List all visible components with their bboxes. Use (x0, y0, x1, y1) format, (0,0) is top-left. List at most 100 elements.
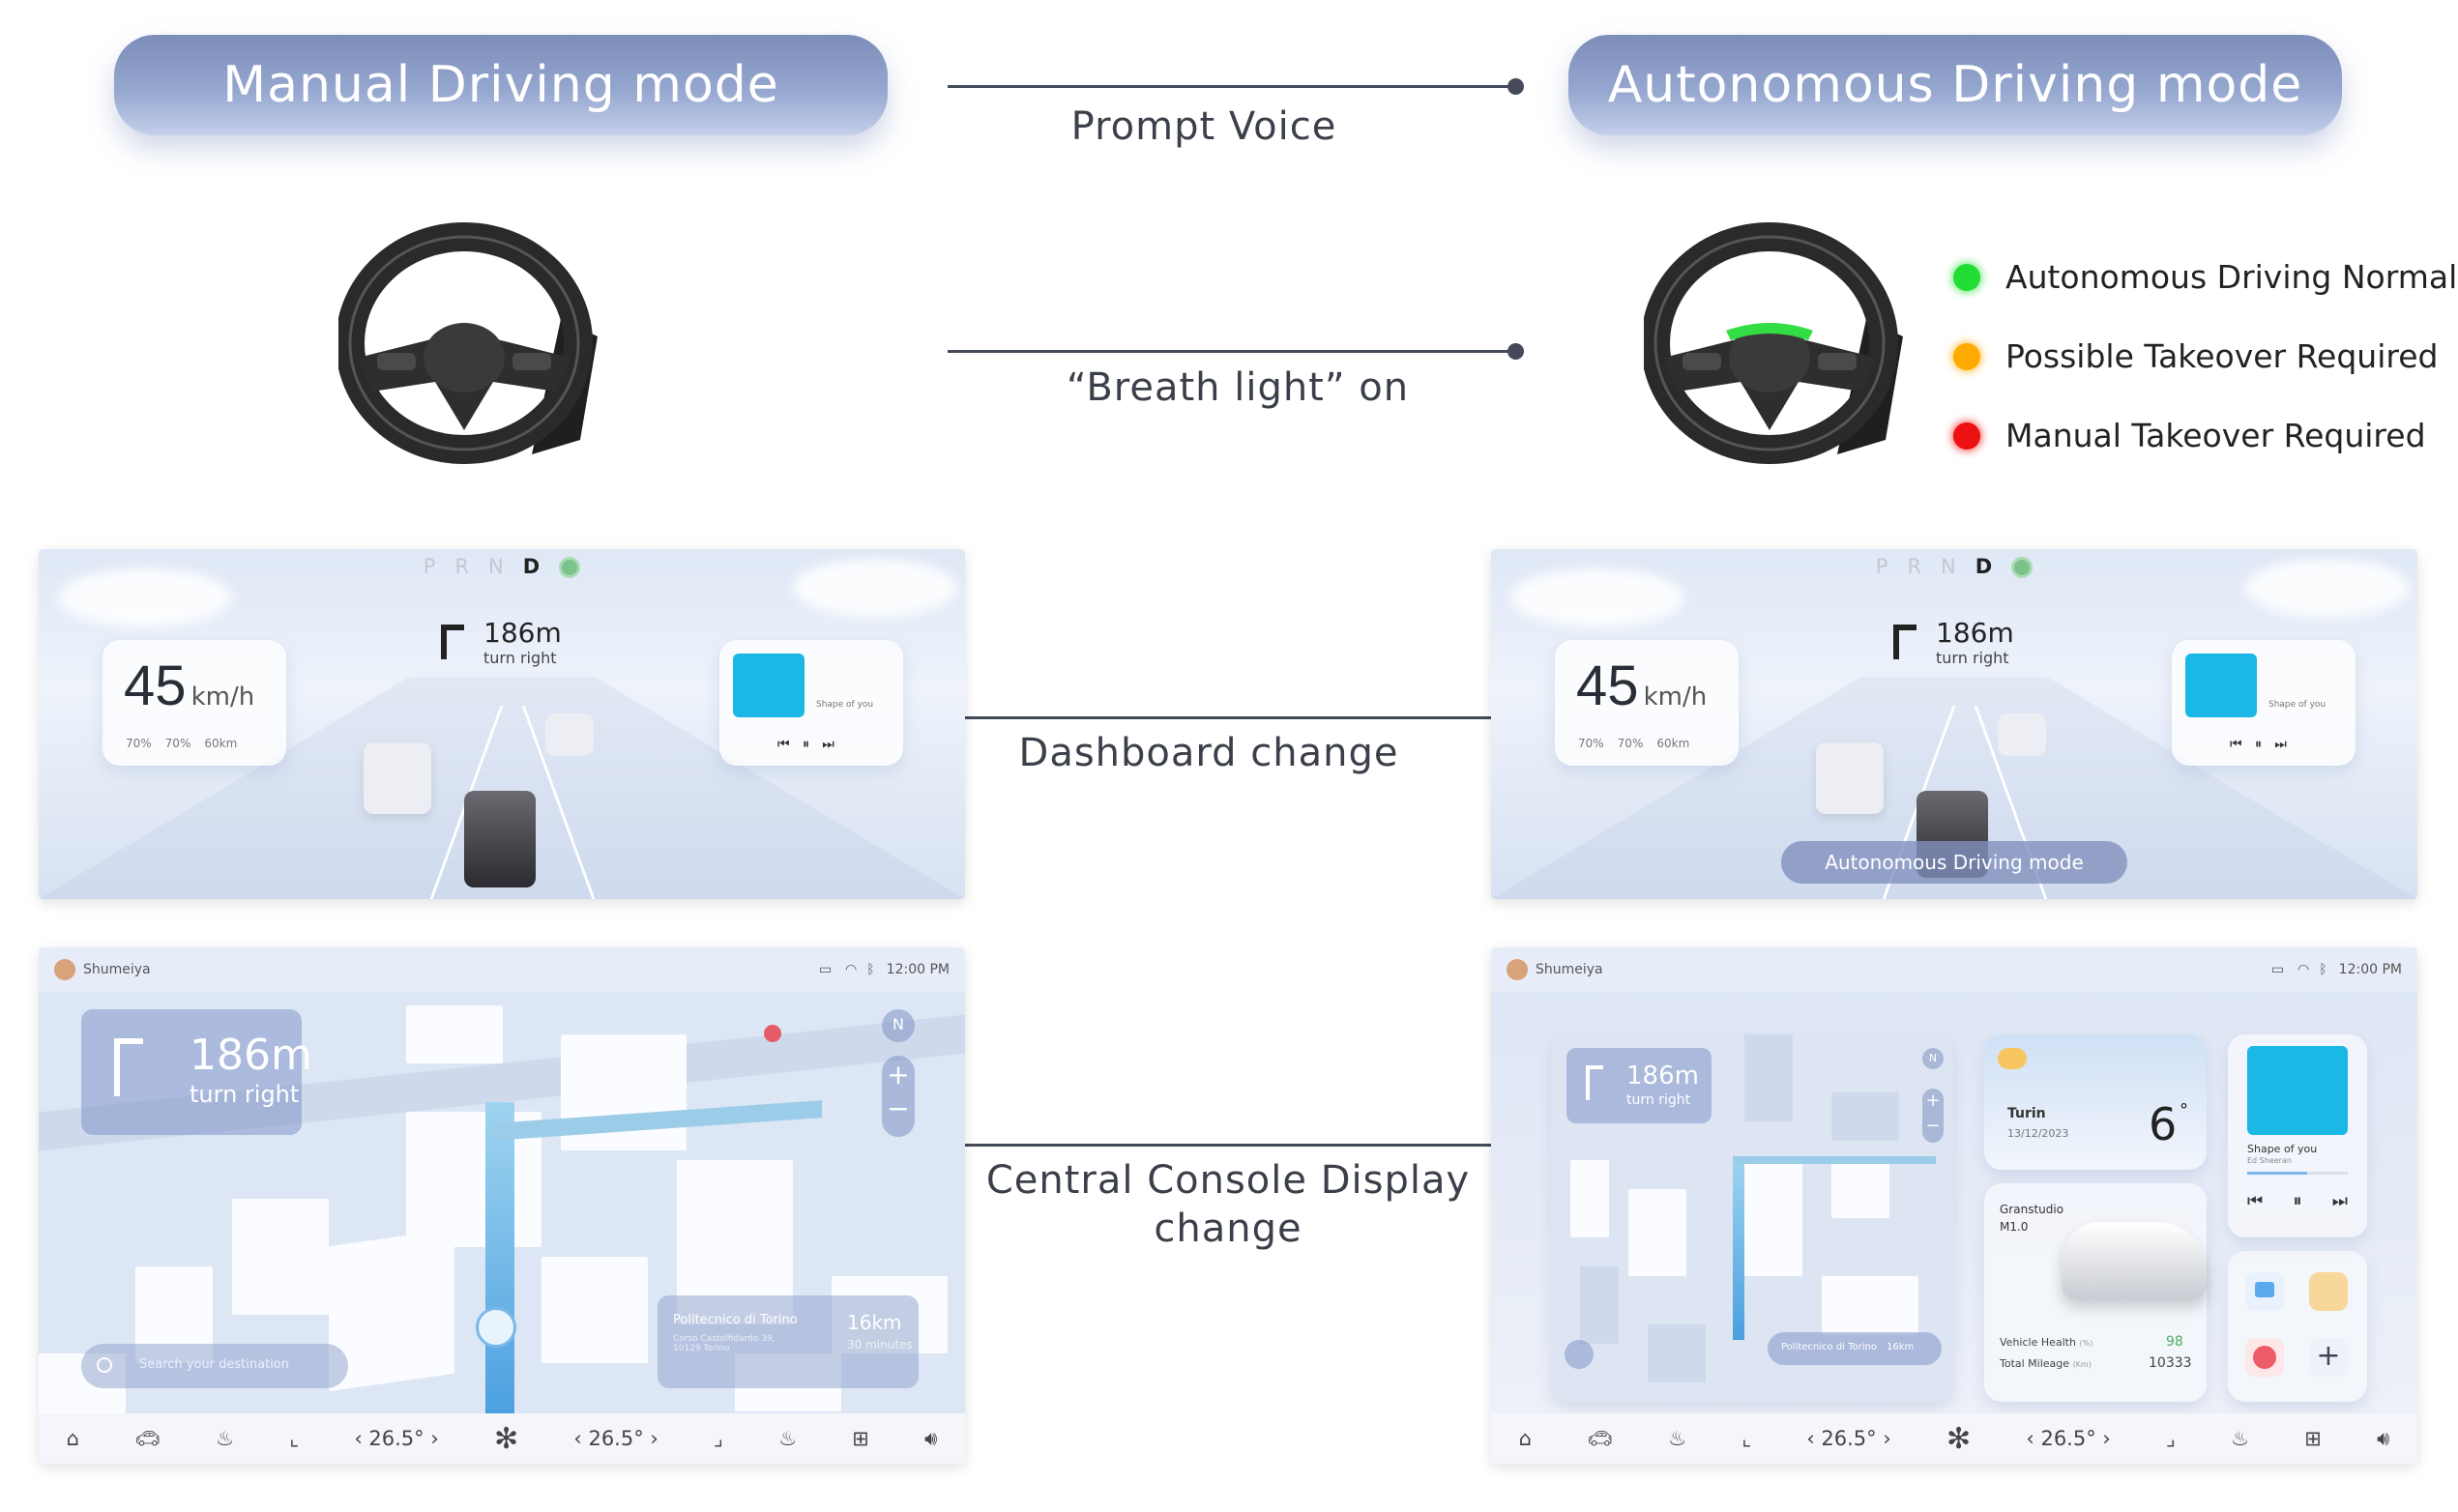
volume-icon[interactable]: 🔊︎ (924, 1426, 938, 1450)
car-icon[interactable]: 🚗︎ (1587, 1426, 1613, 1450)
apps-icon[interactable]: ⊞ (2304, 1427, 2322, 1450)
destination-name: Politecnico di Torino (673, 1313, 798, 1327)
defrost-icon[interactable]: ♨ (216, 1427, 234, 1450)
connector-prompt-voice (948, 78, 1524, 95)
artist: Ed Sheeran (2247, 1156, 2292, 1165)
music-controls[interactable]: ⏮ ⏸ ⏭ (777, 737, 834, 752)
nav-card: 186m turn right (81, 1009, 312, 1135)
stat-range: 60km (1656, 737, 1690, 750)
pause-icon[interactable]: ⏸ (2293, 1191, 2302, 1211)
zoom-in-button[interactable]: + (1925, 1090, 1941, 1111)
vehicle-card: Granstudio M1.0 Vehicle Health (%) 98 To… (1984, 1183, 2207, 1402)
console-manual: Shumeiya ▭ ◠ ᛒ 12:00 PM 186m turn right … (39, 947, 965, 1464)
console-change-line1: Central Console Display (985, 1158, 1471, 1203)
gear-d: D (522, 555, 560, 578)
legend-normal: Autonomous Driving Normal (1953, 258, 2457, 296)
record-icon[interactable] (2245, 1338, 2284, 1377)
compass-north-button[interactable]: N (1922, 1048, 1944, 1069)
home-icon[interactable]: ⌂ (1518, 1427, 1532, 1450)
defrost-icon[interactable]: ♨ (1668, 1427, 1686, 1450)
album-art (2185, 654, 2257, 717)
add-app-icon[interactable]: + (2309, 1338, 2348, 1377)
breath-light-label: “Breath light” on (1066, 365, 1410, 410)
zoom-controls: + − (882, 1056, 915, 1137)
turn-right-icon (114, 1038, 143, 1096)
music-controls[interactable]: ⏮ ⏸ ⏭ (2247, 1191, 2348, 1211)
autonomous-mode-badge: Autonomous Driving mode (1781, 841, 2127, 884)
autonomous-mode-pill: Autonomous Driving mode (1568, 35, 2342, 135)
van (1998, 713, 2046, 756)
compass-north-button[interactable]: N (882, 1009, 915, 1042)
green-dot-icon (1953, 263, 1980, 291)
dock: ⌂ 🚗︎ ♨ ⌞ ‹ 26.5° › ✻ ‹ 26.5° › ⌟ ♨ ⊞ 🔊︎ (39, 1413, 965, 1464)
temp-left[interactable]: ‹ 26.5° › (354, 1427, 439, 1450)
nav-distance: 186m (1626, 1061, 1699, 1090)
seat-heat-icon[interactable]: ⌟ (2166, 1427, 2176, 1450)
manual-mode-label: Manual Driving mode (222, 56, 779, 114)
legend-label: Manual Takeover Required (2005, 417, 2426, 454)
destination-distance: 16km (847, 1311, 902, 1334)
route-line (1733, 1156, 1744, 1340)
music-card: Shape of you ⏮ ⏸ ⏭ (2172, 640, 2356, 766)
gear-selector: PRND (1491, 555, 2417, 578)
legend-label: Autonomous Driving Normal (2005, 258, 2458, 296)
health-label-text: Vehicle Health (2000, 1336, 2076, 1349)
music-card: Shape of you Ed Sheeran ⏮⏸⏭ (2228, 1034, 2367, 1237)
avatar[interactable] (54, 959, 75, 980)
steering-wheel-manual (338, 222, 598, 464)
seat-icon[interactable]: ⌞ (1741, 1427, 1752, 1450)
connector-dashboard (948, 710, 1524, 726)
wifi-icon: ◠ (845, 962, 858, 977)
search-icon[interactable] (1565, 1340, 1594, 1369)
home-icon[interactable]: ⌂ (66, 1427, 79, 1450)
apps-icon[interactable]: ⊞ (852, 1427, 869, 1450)
weather-city: Turin (2007, 1106, 2046, 1121)
fan-icon[interactable]: ✻ (1946, 1421, 1972, 1456)
temp-right[interactable]: ‹ 26.5° › (2026, 1427, 2111, 1450)
car-name: Granstudio (2000, 1203, 2064, 1216)
seat-icon[interactable]: ⌞ (289, 1427, 300, 1450)
health-label: Vehicle Health (%) (2000, 1336, 2092, 1349)
console-autonomous: Shumeiya ▭ ◠ ᛒ 12:00 PM 186m turn right … (1491, 947, 2417, 1464)
prompt-voice-label: Prompt Voice (1070, 104, 1337, 149)
mileage-value: 10333 (2149, 1355, 2192, 1371)
avatar[interactable] (1507, 959, 1528, 980)
red-dot-icon (1953, 422, 1980, 450)
car-image (2062, 1222, 2207, 1299)
connector-console (948, 1137, 1524, 1153)
next-icon[interactable]: ⏭ (2331, 1191, 2348, 1211)
temp-left[interactable]: ‹ 26.5° › (1806, 1427, 1891, 1450)
rear-defrost-icon[interactable]: ♨ (778, 1427, 797, 1450)
stat-fuel: 70% (1617, 737, 1644, 750)
folder-icon[interactable] (2245, 1272, 2284, 1311)
nav-distance: 186m (190, 1031, 312, 1080)
destination-name: Politecnico di Torino (1781, 1342, 1878, 1352)
search-bar[interactable]: Search your destination (81, 1344, 348, 1388)
rear-defrost-icon[interactable]: ♨ (2231, 1427, 2249, 1450)
temp-right-value: 26.5° (588, 1427, 644, 1450)
speed-unit: km/h (1643, 683, 1708, 712)
gallery-icon[interactable] (2309, 1272, 2348, 1311)
stat-fuel: 70% (164, 737, 191, 750)
auto-icon (2011, 557, 2034, 578)
destination-distance: 16km (1887, 1342, 1915, 1352)
gear-r: R (454, 555, 489, 578)
temp-left-value: 26.5° (368, 1427, 424, 1450)
seat-heat-icon[interactable]: ⌟ (714, 1427, 723, 1450)
car-icon[interactable]: 🚗︎ (134, 1426, 161, 1450)
destination-chip[interactable]: Politecnico di Torino 16km (1768, 1332, 1942, 1365)
search-input[interactable]: Search your destination (139, 1357, 289, 1372)
zoom-out-button[interactable]: − (1925, 1116, 1941, 1136)
map-panel[interactable]: 186m turn right N + − Politecnico di Tor… (1551, 1034, 1953, 1402)
destination-card[interactable]: Politecnico di Torino Corso Castelfidard… (658, 1295, 919, 1388)
volume-icon[interactable]: 🔊︎ (2377, 1426, 2390, 1450)
zoom-out-button[interactable]: − (887, 1092, 910, 1124)
zoom-in-button[interactable]: + (887, 1059, 910, 1090)
fan-icon[interactable]: ✻ (493, 1421, 519, 1456)
music-card: Shape of you ⏮ ⏸ ⏭ (719, 640, 903, 766)
connector-breath-light (948, 343, 1524, 360)
degree-icon: ° (2180, 1100, 2188, 1120)
music-controls[interactable]: ⏮ ⏸ ⏭ (2230, 737, 2287, 752)
temp-right[interactable]: ‹ 26.5° › (573, 1427, 658, 1450)
prev-icon[interactable]: ⏮ (2247, 1191, 2264, 1211)
